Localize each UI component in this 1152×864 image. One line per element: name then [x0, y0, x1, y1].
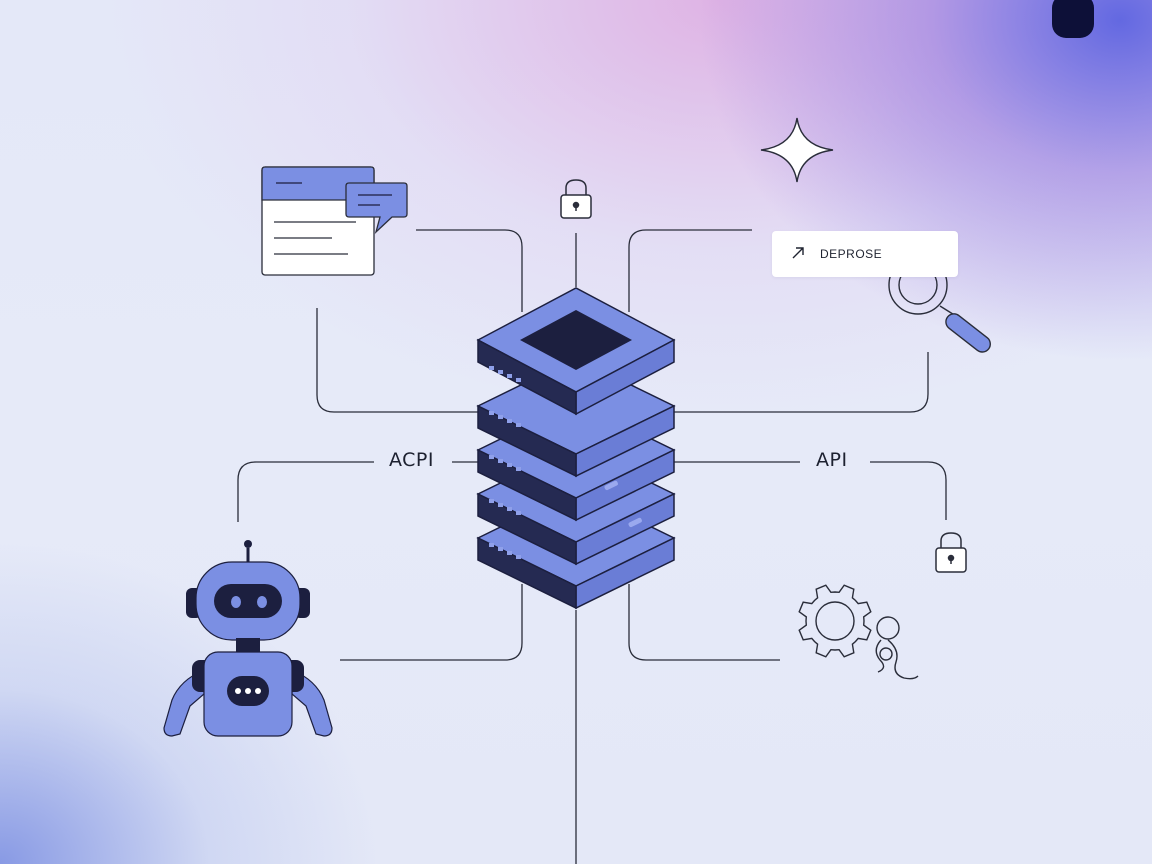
line-server-robot [340, 584, 523, 661]
chat-bubble-icon [345, 182, 408, 235]
robot-icon [163, 540, 333, 737]
connector-lines [237, 229, 947, 864]
search-card-label: DEPROSE [820, 247, 883, 261]
dark-corner-shape [1052, 0, 1094, 38]
line-server-search-bottom [674, 352, 929, 413]
padlock-icon [560, 179, 592, 219]
line-doc-bottom [316, 308, 480, 413]
line-api-lock [870, 461, 947, 520]
arrow-up-right-icon [792, 247, 804, 259]
server-stack-icon [476, 287, 676, 610]
gear-icon [798, 584, 919, 680]
padlock-icon [935, 532, 967, 573]
acpi-label: ACPI [389, 449, 434, 471]
line-acpi-robot [237, 461, 374, 522]
line-search-server [628, 229, 752, 312]
line-doc-server [416, 229, 523, 312]
line-server-gears [628, 584, 780, 661]
sparkle-icon [760, 117, 834, 183]
search-card[interactable]: DEPROSE [772, 231, 958, 277]
api-label: API [816, 449, 848, 471]
server-layer-1 [476, 287, 676, 416]
